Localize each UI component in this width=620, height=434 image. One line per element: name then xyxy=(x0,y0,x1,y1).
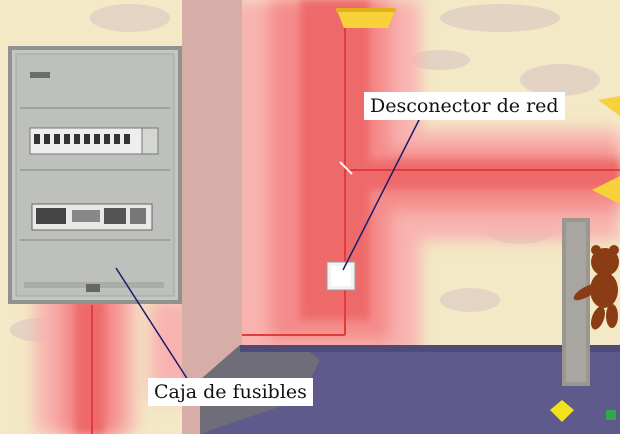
teddy-bear-icon xyxy=(573,245,619,330)
fuse-box xyxy=(8,46,182,304)
door-frame xyxy=(562,218,590,386)
wall-lamp-icon xyxy=(592,96,620,204)
fusebox-label: Caja de fusibles xyxy=(148,378,313,406)
breaker-leader-line xyxy=(342,117,421,271)
toy-duck-icon xyxy=(550,400,616,422)
junction-mark xyxy=(339,161,353,175)
fusebox-leader-line xyxy=(115,267,189,381)
breaker-switch xyxy=(326,261,356,291)
ceiling-lamp-icon xyxy=(336,8,396,28)
breaker-label: Desconector de red xyxy=(364,92,565,120)
